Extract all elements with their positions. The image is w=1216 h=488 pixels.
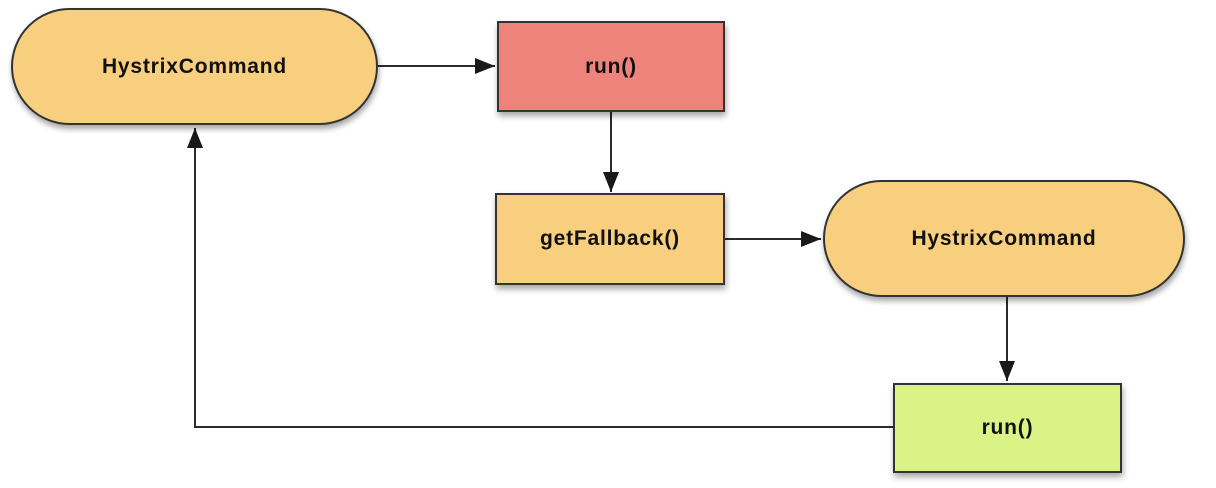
node-hystrix-command-1-label: HystrixCommand <box>101 54 288 78</box>
node-get-fallback: getFallback() <box>495 193 725 285</box>
node-hystrix-command-2: HystrixCommand <box>823 180 1185 297</box>
node-run-primary-label: run() <box>585 54 637 78</box>
node-hystrix-command-1: HystrixCommand <box>11 8 378 125</box>
node-run-primary: run() <box>497 21 725 112</box>
node-hystrix-command-2-label: HystrixCommand <box>911 226 1097 250</box>
node-run-fallback-label: run() <box>981 416 1034 439</box>
edge-run-back-to-hystrixcommand1 <box>187 128 893 428</box>
node-get-fallback-label: getFallback() <box>540 227 680 250</box>
node-run-fallback: run() <box>893 383 1122 473</box>
